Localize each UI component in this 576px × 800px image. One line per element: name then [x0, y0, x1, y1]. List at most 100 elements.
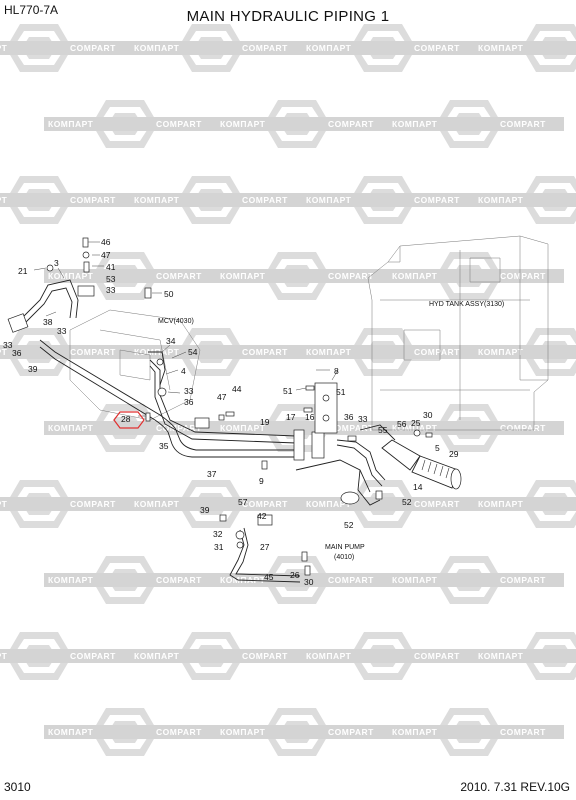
part-label-33[interactable]: 33 [57, 326, 67, 336]
part-label-52[interactable]: 52 [402, 497, 412, 507]
watermark-brand-cyrillic: КОМПАРТ [220, 727, 266, 737]
part-label-44[interactable]: 44 [232, 384, 242, 394]
part-label-39[interactable]: 39 [200, 505, 210, 515]
part-label-27[interactable]: 27 [260, 542, 270, 552]
watermark-brand-cyrillic: КОМПАРТ [48, 423, 94, 433]
part-label-33[interactable]: 33 [358, 414, 368, 424]
part-label-36[interactable]: 36 [344, 412, 354, 422]
part-label-38[interactable]: 38 [43, 317, 53, 327]
part-label-36[interactable]: 36 [12, 348, 22, 358]
part-label-36[interactable]: 36 [184, 397, 194, 407]
part-label-42[interactable]: 42 [257, 511, 267, 521]
part-label-3[interactable]: 3 [54, 258, 59, 268]
watermark-brand-cyrillic: КОМПАРТ [478, 43, 524, 53]
part-label-26[interactable]: 26 [290, 570, 300, 580]
part-label-37[interactable]: 37 [207, 469, 217, 479]
part-label-47[interactable]: 47 [101, 250, 111, 260]
part-label-51[interactable]: 51 [283, 386, 293, 396]
mcv-block-outline [69, 309, 201, 421]
part-label-33[interactable]: 33 [106, 285, 116, 295]
part-label-54[interactable]: 54 [188, 347, 198, 357]
watermark-brand-latin: COMPART [156, 575, 202, 585]
part-label-25[interactable]: 25 [411, 418, 421, 428]
part-label-31[interactable]: 31 [214, 542, 224, 552]
watermark-brand-cyrillic: КОМПАРТ [48, 119, 94, 129]
highlight-marker-57[interactable] [113, 411, 145, 429]
watermark-tile: КОМПАРТ COMPART [0, 24, 134, 72]
watermark-brand-latin: COMPART [242, 347, 288, 357]
part-label-46[interactable]: 46 [101, 237, 111, 247]
part-label-30[interactable]: 30 [423, 410, 433, 420]
part-label-33[interactable]: 33 [3, 340, 13, 350]
part-label-39[interactable]: 39 [28, 364, 38, 374]
part-label-45[interactable]: 45 [264, 572, 274, 582]
watermark-brand-cyrillic: КОМПАРТ [48, 271, 94, 281]
watermark-brand-cyrillic: КОМПАРТ [0, 195, 8, 205]
part-label-33[interactable]: 33 [184, 386, 194, 396]
watermark-brand-cyrillic: КОМПАРТ [478, 499, 524, 509]
part-label-28[interactable]: 28 [121, 414, 131, 424]
part-label-47[interactable]: 47 [217, 392, 227, 402]
watermark-brand-cyrillic: КОМПАРТ [478, 195, 524, 205]
part-label-29[interactable]: 29 [449, 449, 459, 459]
part-label-55[interactable]: 55 [378, 425, 388, 435]
part-label-35[interactable]: 35 [159, 441, 169, 451]
part-label-17[interactable]: 17 [286, 412, 296, 422]
part-label-5[interactable]: 5 [435, 443, 440, 453]
part-label-50[interactable]: 50 [164, 289, 174, 299]
part-label-4[interactable]: 4 [181, 366, 186, 376]
watermark-brand-cyrillic: КОМПАРТ [306, 651, 352, 661]
part-label-53[interactable]: 53 [106, 274, 116, 284]
watermark-brand-latin: COMPART [500, 271, 546, 281]
watermark-brand-cyrillic: КОМПАРТ [134, 499, 180, 509]
watermark-brand-latin: COMPART [414, 499, 460, 509]
watermark-brand-cyrillic: КОМПАРТ [134, 651, 180, 661]
part-label-51[interactable]: 51 [336, 387, 346, 397]
part-label-56[interactable]: 56 [397, 419, 407, 429]
watermark-brand-cyrillic: КОМПАРТ [0, 43, 8, 53]
watermark-brand-cyrillic: КОМПАРТ [306, 195, 352, 205]
part-label-52[interactable]: 52 [344, 520, 354, 530]
watermark-brand-latin: COMPART [70, 43, 116, 53]
watermark-brand-cyrillic: КОМПАРТ [478, 651, 524, 661]
part-label-19[interactable]: 19 [260, 417, 270, 427]
part-label-9[interactable]: 9 [259, 476, 264, 486]
main-pump-note-line1: MAIN PUMP [325, 544, 365, 551]
part-label-41[interactable]: 41 [106, 262, 116, 272]
watermark-brand-latin: COMPART [500, 727, 546, 737]
part-label-16[interactable]: 16 [305, 412, 315, 422]
part-label-21[interactable]: 21 [18, 266, 28, 276]
part-label-32[interactable]: 32 [213, 529, 223, 539]
manifold-block [314, 382, 338, 434]
mcv-note: MCV(4030) [158, 318, 194, 325]
watermark-brand-cyrillic: КОМПАРТ [392, 271, 438, 281]
watermark-brand-cyrillic: КОМПАРТ [306, 499, 352, 509]
part-label-14[interactable]: 14 [413, 482, 423, 492]
part-label-30[interactable]: 30 [304, 577, 314, 587]
part-label-57[interactable]: 57 [238, 497, 248, 507]
watermark-tile: КОМПАРТ COMPART [388, 708, 564, 756]
watermark-brand-cyrillic: КОМПАРТ [392, 727, 438, 737]
part-label-34[interactable]: 34 [166, 336, 176, 346]
hyd-tank-outline [367, 235, 549, 431]
part-label-8[interactable]: 8 [334, 366, 339, 376]
watermark-brand-cyrillic: КОМПАРТ [0, 347, 8, 357]
